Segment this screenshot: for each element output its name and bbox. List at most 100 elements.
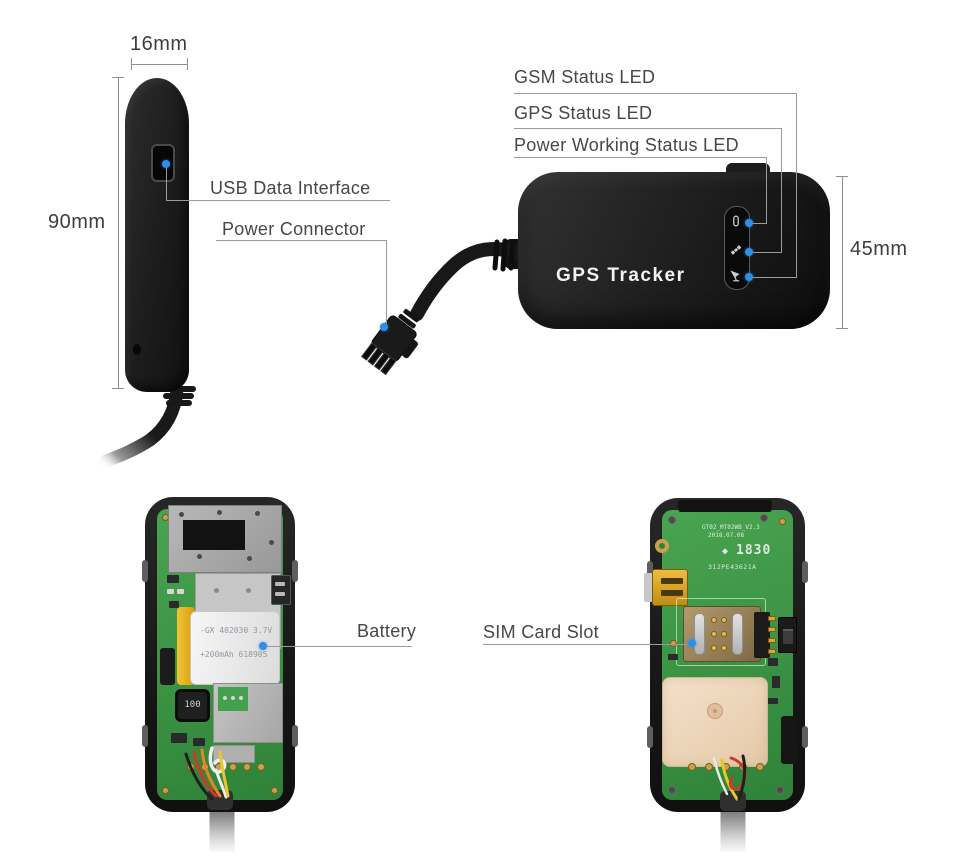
board-usb-port	[271, 575, 291, 605]
side-cable-rib	[166, 400, 192, 406]
shield-rivet	[217, 510, 222, 515]
sim-leader	[483, 644, 697, 645]
usb-contact	[275, 582, 285, 586]
opened-board-back: GT02_MT02WB_V2.3 2018.07.08 ◆ 1830 312PE…	[644, 498, 808, 812]
pcb-pad	[779, 518, 786, 525]
blue-dot-battery	[259, 642, 267, 650]
case-inner-bar	[678, 500, 772, 512]
gsm-led-label: GSM Status LED	[514, 67, 656, 87]
edge-component	[781, 716, 797, 764]
gsm-leader	[752, 277, 797, 278]
side-dimension-label: 45mm	[850, 238, 908, 260]
usb-label: USB Data Interface	[210, 178, 371, 198]
antenna-patch	[183, 520, 245, 550]
component	[177, 589, 184, 594]
inductor-value: 100	[184, 700, 201, 710]
component	[772, 676, 780, 688]
component	[171, 733, 187, 743]
power-connector-label: Power Connector	[222, 219, 366, 239]
pin	[768, 638, 776, 643]
blue-dot-usb	[162, 160, 170, 168]
usb-slot	[661, 578, 683, 584]
green-sticker	[218, 687, 248, 711]
power-connector-leader	[216, 240, 386, 241]
power-led-leader	[514, 157, 767, 158]
battery-print-line1: -GX 402030 3.7V	[200, 626, 273, 635]
dimension-tick	[112, 388, 124, 389]
side-cable-rib	[163, 393, 194, 399]
shield-dot	[246, 588, 251, 593]
front-cable-ribs	[492, 238, 516, 272]
pcb-pad	[670, 640, 677, 647]
gps-ceramic-antenna	[662, 677, 768, 767]
side-case-hole	[133, 344, 141, 355]
wire-pad	[705, 763, 713, 771]
usb-slot	[661, 590, 683, 596]
pcb-pad	[162, 787, 169, 794]
height-dimension-label: 90mm	[48, 211, 106, 233]
dimension-tick	[131, 58, 132, 70]
sticker-dot	[223, 696, 227, 700]
power-led-label: Power Working Status LED	[514, 135, 739, 155]
power-led-leader	[752, 223, 767, 224]
gps-leader	[781, 128, 782, 252]
blue-dot-sim	[688, 639, 696, 647]
power-connector-leader	[386, 240, 387, 325]
chip-logo: ◆	[722, 546, 729, 557]
sim-contact	[711, 617, 717, 623]
right-board-wires	[712, 754, 747, 801]
pin	[768, 649, 776, 654]
pin-connector	[754, 612, 776, 658]
blue-dot-led-power	[745, 219, 753, 227]
gps-leader	[752, 252, 782, 253]
component	[768, 658, 778, 666]
usb-leader	[166, 168, 167, 201]
component	[160, 648, 175, 685]
front-cable	[410, 241, 531, 321]
sim-contact	[721, 631, 727, 637]
tracker-front-view	[518, 172, 830, 329]
sticker-dot	[239, 696, 243, 700]
gsm-leader	[514, 93, 797, 94]
shield-dot	[214, 588, 219, 593]
gsm-leader	[796, 93, 797, 277]
sticker-dot	[231, 696, 235, 700]
case-clip	[142, 725, 148, 747]
rf-shield-small	[213, 745, 255, 763]
sim-contact	[721, 617, 727, 623]
case-clip	[292, 560, 298, 582]
width-dimension-label: 16mm	[130, 33, 188, 55]
opened-board-front: -GX 402030 3.7V +200mAh 618905 100	[142, 497, 298, 812]
shield-rivet	[269, 540, 274, 545]
pcb-screw	[668, 786, 676, 794]
wire-pad	[257, 763, 265, 771]
rf-shield-top	[168, 505, 282, 573]
usb-body	[652, 569, 688, 606]
wire-pad	[243, 763, 251, 771]
sim-contact	[711, 631, 717, 637]
pcb-pad	[271, 787, 278, 794]
case-clip	[142, 560, 148, 582]
component	[766, 698, 778, 704]
shield-rivet	[179, 512, 184, 517]
sim-card-slot	[683, 606, 761, 662]
antenna-feed-ring	[655, 539, 669, 553]
device-name: GPS Tracker	[556, 265, 686, 286]
tracker-side-view	[125, 78, 189, 392]
gps-leader	[514, 128, 782, 129]
board-usb-connector	[644, 569, 688, 606]
pcb-screw	[760, 514, 768, 522]
side-dimension-line	[842, 176, 843, 328]
gps-satellite-icon	[730, 245, 742, 255]
serial-number: 312PE43621A	[708, 563, 757, 571]
case-clip	[647, 726, 653, 748]
silk-line1: GT02_MT02WB_V2.3	[702, 524, 760, 531]
sim-contact	[711, 645, 717, 651]
silk-line2: 2018.07.08	[708, 532, 745, 539]
pcb-screw	[668, 516, 676, 524]
case-clip	[292, 725, 298, 747]
pin	[768, 627, 776, 632]
dimension-tick	[836, 328, 848, 329]
